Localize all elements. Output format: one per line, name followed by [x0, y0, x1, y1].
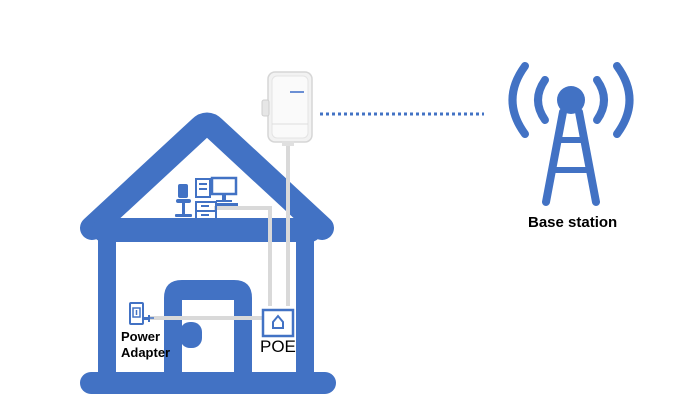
ethernet-cables — [150, 143, 290, 320]
computer-desk-icon — [175, 176, 238, 221]
power-adapter-label-line2: Adapter — [121, 345, 171, 360]
power-adapter-label-line1: Power — [121, 329, 161, 344]
power-adapter-icon — [129, 302, 154, 325]
cpe-device-icon — [261, 71, 313, 146]
house-icon — [80, 112, 336, 394]
base-station-label: Base station — [528, 214, 618, 231]
power-adapter-label: Power Adapter — [121, 329, 170, 361]
base-station-tower-icon — [508, 62, 634, 206]
poe-injector-icon — [261, 308, 295, 338]
poe-label: POE — [260, 337, 296, 356]
